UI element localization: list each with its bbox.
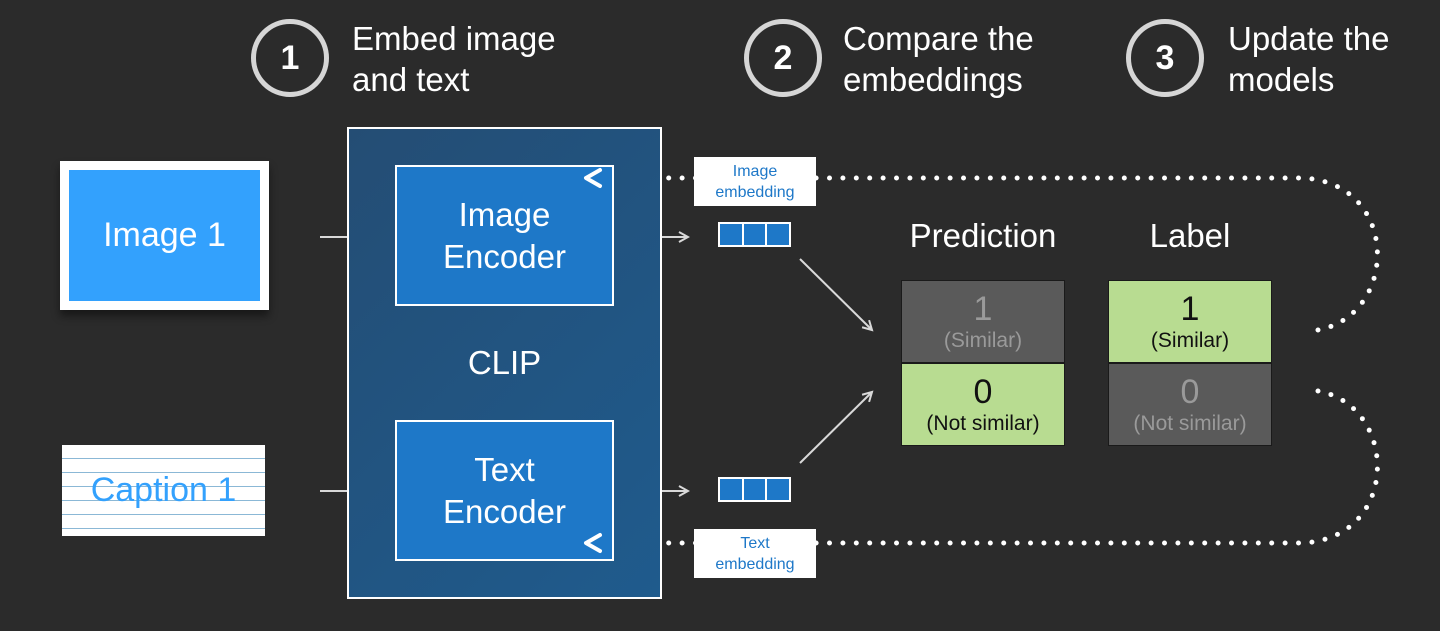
prediction-cell-similar: 1 (Similar) xyxy=(901,280,1065,363)
input-caption-label: Caption 1 xyxy=(90,471,237,509)
step-3-number: 3 xyxy=(1155,38,1175,77)
step-2-line-2: embeddings xyxy=(843,61,1023,98)
step-1-number: 1 xyxy=(280,38,300,77)
step-3-line-2: models xyxy=(1228,61,1335,98)
label-similar-value: 1 xyxy=(1180,289,1200,328)
prediction-not-similar-value: 0 xyxy=(973,372,993,411)
image-embedding-vector xyxy=(718,222,791,247)
label-cell-not-similar: 0 (Not similar) xyxy=(1108,363,1272,446)
text-embedding-label: Text embedding xyxy=(694,529,816,578)
text-embedding-label-line-2: embedding xyxy=(715,555,795,573)
input-image-label: Image 1 xyxy=(69,170,260,301)
step-2-label: Compare the embeddings xyxy=(843,18,1034,100)
step-3-line-1: Update the xyxy=(1228,20,1390,57)
step-1-line-1: Embed image xyxy=(352,20,556,57)
image-feedback-dotted-path xyxy=(597,175,1380,333)
step-3-badge: 3 xyxy=(1126,19,1204,97)
text-feedback-dotted-path xyxy=(597,388,1380,546)
prediction-similar-value: 1 xyxy=(973,289,993,328)
text-embedding-vector xyxy=(718,477,791,502)
text-embedding-label-line-1: Text xyxy=(740,534,770,552)
input-image-card: Image 1 xyxy=(60,161,269,310)
label-cell-similar: 1 (Similar) xyxy=(1108,280,1272,363)
image-embedding-label-line-1: Image xyxy=(732,162,778,180)
vector-cell xyxy=(720,479,742,500)
prediction-cell-not-similar: 0 (Not similar) xyxy=(901,363,1065,446)
text-encoder-line-2: Encoder xyxy=(443,492,566,530)
step-1-line-2: and text xyxy=(352,61,470,98)
label-not-similar-value: 0 xyxy=(1180,372,1200,411)
step-2-line-1: Compare the xyxy=(843,20,1034,57)
image-embedding-label: Image embedding xyxy=(694,157,816,206)
vector-cell xyxy=(743,224,766,245)
prediction-title: Prediction xyxy=(909,217,1057,254)
label-similar-caption: (Similar) xyxy=(1150,328,1230,352)
step-3-label: Update the models xyxy=(1228,18,1389,100)
image-encoder-line-1: Image xyxy=(458,195,551,233)
vector-cell xyxy=(720,224,742,245)
prediction-not-similar-caption: (Not similar) xyxy=(926,411,1040,435)
vector-cell xyxy=(767,479,790,500)
prediction-similar-caption: (Similar) xyxy=(943,328,1023,352)
step-1-label: Embed image and text xyxy=(352,18,556,100)
image-vector-to-prediction-arrow xyxy=(799,258,872,330)
label-not-similar-caption: (Not similar) xyxy=(1133,411,1247,435)
image-embedding-label-line-2: embedding xyxy=(715,183,795,201)
image-encoder-line-2: Encoder xyxy=(443,237,566,275)
step-2-badge: 2 xyxy=(744,19,822,97)
image-encoder-box: Image Encoder xyxy=(395,165,614,306)
step-2-number: 2 xyxy=(773,38,793,77)
text-encoder-line-1: Text xyxy=(474,450,535,488)
text-encoder-box: Text Encoder xyxy=(395,420,614,561)
label-title: Label xyxy=(1149,217,1231,254)
clip-model-label: CLIP xyxy=(467,344,542,381)
vector-cell xyxy=(743,479,766,500)
input-caption-card: Caption 1 xyxy=(62,445,265,536)
text-vector-to-prediction-arrow xyxy=(799,392,872,464)
step-1-badge: 1 xyxy=(251,19,329,97)
vector-cell xyxy=(767,224,790,245)
